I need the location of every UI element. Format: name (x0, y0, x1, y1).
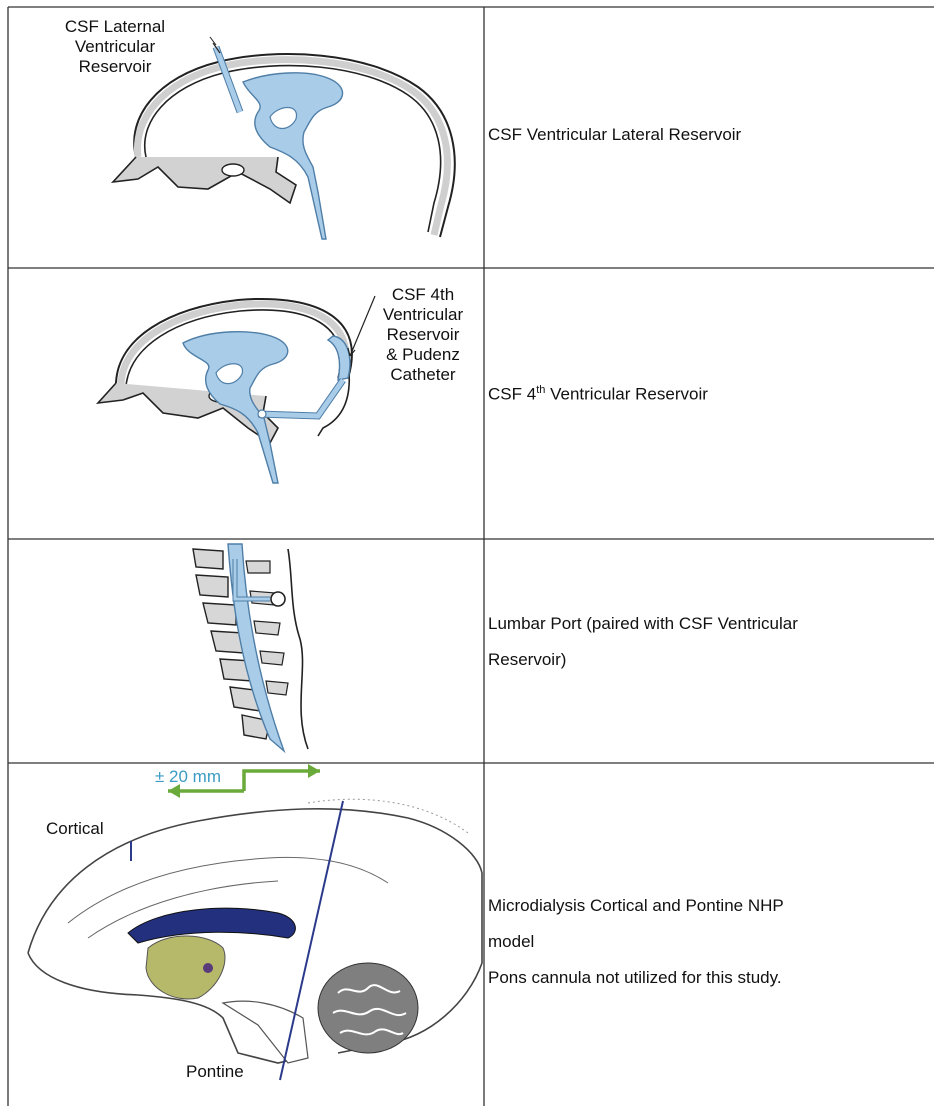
row-4-description: Microdialysis Cortical and Pontine NHP m… (488, 888, 784, 996)
row-3-description: Lumbar Port (paired with CSF Ventricular… (488, 606, 798, 678)
row-4-figure: ± 20 mm Cortical Pontine (8, 763, 484, 1106)
row-1-description: CSF Ventricular Lateral Reservoir (488, 125, 741, 145)
row-1-figure: CSF Laternal Ventricular Reservoir (8, 7, 484, 268)
lumbar-spine-illustration (8, 539, 484, 763)
reservoir-label: CSF Laternal Ventricular Reservoir (50, 17, 180, 77)
row-2-description: CSF 4th Ventricular Reservoir (488, 384, 708, 405)
nhp-brain-illustration (8, 763, 484, 1106)
range-label: ± 20 mm (155, 767, 221, 787)
pontine-label: Pontine (186, 1062, 244, 1082)
fourth-ventricle-reservoir-label: CSF 4th Ventricular Reservoir & Pudenz C… (368, 285, 478, 385)
lateral-ventricle-shape (243, 73, 343, 239)
row-2-figure: CSF 4th Ventricular Reservoir & Pudenz C… (8, 268, 484, 539)
cortical-label: Cortical (46, 819, 104, 839)
row-3-figure (8, 539, 484, 763)
